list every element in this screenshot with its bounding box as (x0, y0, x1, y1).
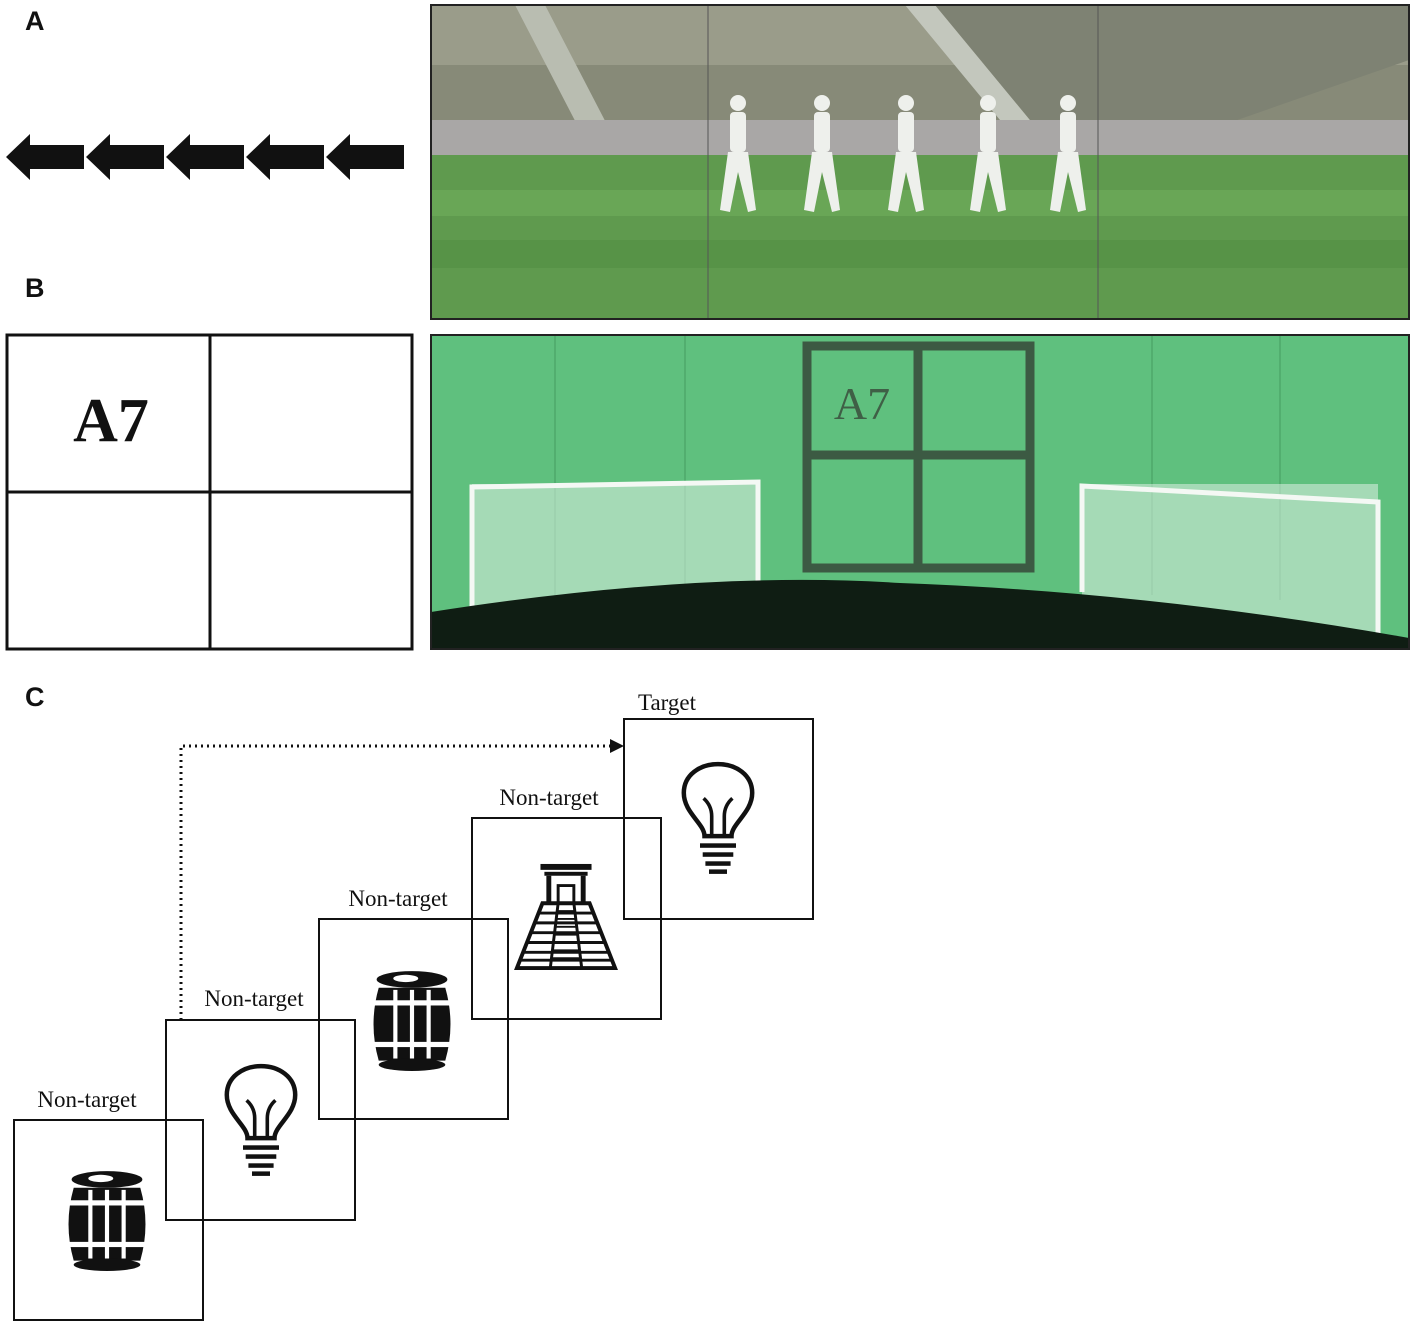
left-arrow-icon (6, 134, 84, 180)
arrow-row (6, 134, 404, 180)
player-figure (720, 95, 756, 212)
frame-overlap-outlines (13, 718, 814, 1321)
panel-letter-b: B (25, 273, 45, 303)
player-figure (1050, 95, 1086, 212)
grid-cell-text: A7 (73, 387, 149, 455)
player-figure (804, 95, 840, 212)
projected-grid: A7 (802, 341, 1035, 573)
green-screen-photo: A7 (430, 334, 1410, 650)
projected-grid-text: A7 (834, 378, 890, 429)
panel-letter-c: C (25, 682, 45, 712)
left-arrow-icon (326, 134, 404, 180)
stage-label-5: Target (638, 690, 697, 715)
left-arrow-icon (166, 134, 244, 180)
left-arrow-icon (86, 134, 164, 180)
stadium-photo (430, 4, 1410, 320)
letter-grid: A7 (5, 333, 414, 651)
dotted-arrow (179, 739, 624, 1020)
panel-letter-a: A (25, 6, 45, 36)
stage-label-3: Non-target (348, 886, 448, 911)
player-figure (888, 95, 924, 212)
left-arrow-icon (246, 134, 324, 180)
arrowhead-icon (610, 739, 624, 753)
stage-label-4: Non-target (499, 785, 599, 810)
stimulus-frame-1: Non-target (13, 1087, 204, 1321)
stage-label-2: Non-target (204, 986, 304, 1011)
player-figure (970, 95, 1006, 212)
stage-label-1: Non-target (37, 1087, 137, 1112)
